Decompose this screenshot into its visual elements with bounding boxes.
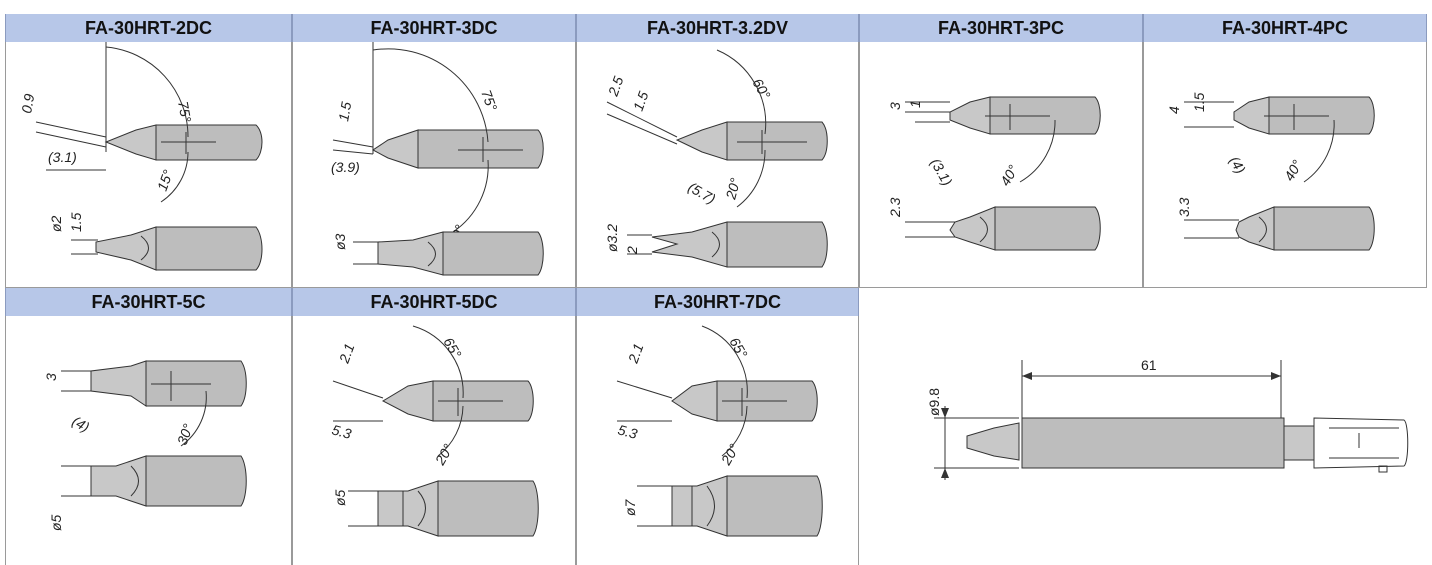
dim-text: 2.5 <box>604 74 626 99</box>
dim-text: 1.5 <box>1191 92 1207 112</box>
dim-text: ø3 <box>332 233 348 250</box>
dim-text: ø3.2 <box>604 224 620 252</box>
length-dimension: 61 <box>1141 357 1157 373</box>
dim-text: 20° <box>717 441 742 469</box>
tip-drawing-5dc: 2.1 65° 5.3 20° ø5 <box>292 316 576 565</box>
dim-text: 3 <box>887 102 903 110</box>
dim-text: ø2 <box>48 215 64 232</box>
dim-text: (3.1) <box>48 149 77 165</box>
dim-text: 1.5 <box>335 100 354 122</box>
dim-text: 65° <box>726 335 751 362</box>
tip-drawing-3-2dv: 2.5 1.5 60° (5.7) 20° ø3.2 2 <box>576 42 859 288</box>
dim-text: 40° <box>1281 157 1306 184</box>
header-fa-30hrt-3pc: FA-30HRT-3PC <box>859 14 1143 42</box>
dim-text: 15° <box>154 167 176 193</box>
tip-drawing-5c: 3 (4) 30° ø5 <box>5 316 292 565</box>
header-fa-30hrt-3dc: FA-30HRT-3DC <box>292 14 576 42</box>
tip-drawing-3pc: 3 1 (3.1) 40° 2.3 <box>859 42 1143 288</box>
dim-text: ø5 <box>332 489 348 506</box>
dim-text: 75° <box>478 88 500 114</box>
dim-text: (3.9) <box>331 159 360 175</box>
dim-text: 5.3 <box>330 421 353 442</box>
dim-text: 1.5 <box>630 89 652 113</box>
tip-drawing-2dc: 0.9 (3.1) 75° 15° ø2 1.5 <box>5 42 292 288</box>
dim-text: 3 <box>43 373 59 381</box>
tip-drawing-4pc: 4 1.5 (4) 40° 3.3 <box>1143 42 1427 288</box>
header-fa-30hrt-2dc: FA-30HRT-2DC <box>5 14 292 42</box>
header-fa-30hrt-5dc: FA-30HRT-5DC <box>292 288 576 316</box>
dim-text: 3.3 <box>1176 197 1192 217</box>
dim-text: 2 <box>624 246 640 255</box>
dim-text: 0.9 <box>18 92 37 114</box>
dim-text: (3.1) <box>927 156 955 189</box>
dim-text: 20° <box>722 176 743 202</box>
tip-drawing-3dc: 1.5 (3.9) 75° 20° ø3 <box>292 42 576 288</box>
dim-text: 20° <box>431 441 456 469</box>
header-fa-30hrt-3-2dv: FA-30HRT-3.2DV <box>576 14 859 42</box>
dim-text: 60° <box>749 76 774 103</box>
dim-text: (4) <box>1226 154 1248 177</box>
dim-text: 5.3 <box>616 421 639 442</box>
header-fa-30hrt-7dc: FA-30HRT-7DC <box>576 288 859 316</box>
dim-text: 75° <box>175 100 195 124</box>
diameter-dimension: ø9.8 <box>926 388 942 416</box>
dim-text: 2.3 <box>887 197 903 218</box>
dim-text: 1.5 <box>68 212 84 232</box>
header-fa-30hrt-4pc: FA-30HRT-4PC <box>1143 14 1427 42</box>
dim-text: (5.7) <box>686 179 719 207</box>
dim-text: ø7 <box>622 498 638 516</box>
dim-text: 2.1 <box>335 341 357 366</box>
dim-text: 1 <box>907 100 923 108</box>
dim-text: (4) <box>70 413 93 435</box>
header-fa-30hrt-5c: FA-30HRT-5C <box>5 288 292 316</box>
dim-text: ø5 <box>48 514 64 531</box>
dim-text: 4 <box>1166 106 1182 114</box>
dim-text: 40° <box>997 162 1022 189</box>
overall-dimension-drawing: 61 ø9.8 <box>859 288 1427 565</box>
dim-text: 65° <box>440 335 465 362</box>
dim-text: 2.1 <box>624 341 646 366</box>
tip-drawing-7dc: 2.1 65° 5.3 20° ø7 <box>576 316 859 565</box>
dim-text: 30° <box>174 421 196 447</box>
